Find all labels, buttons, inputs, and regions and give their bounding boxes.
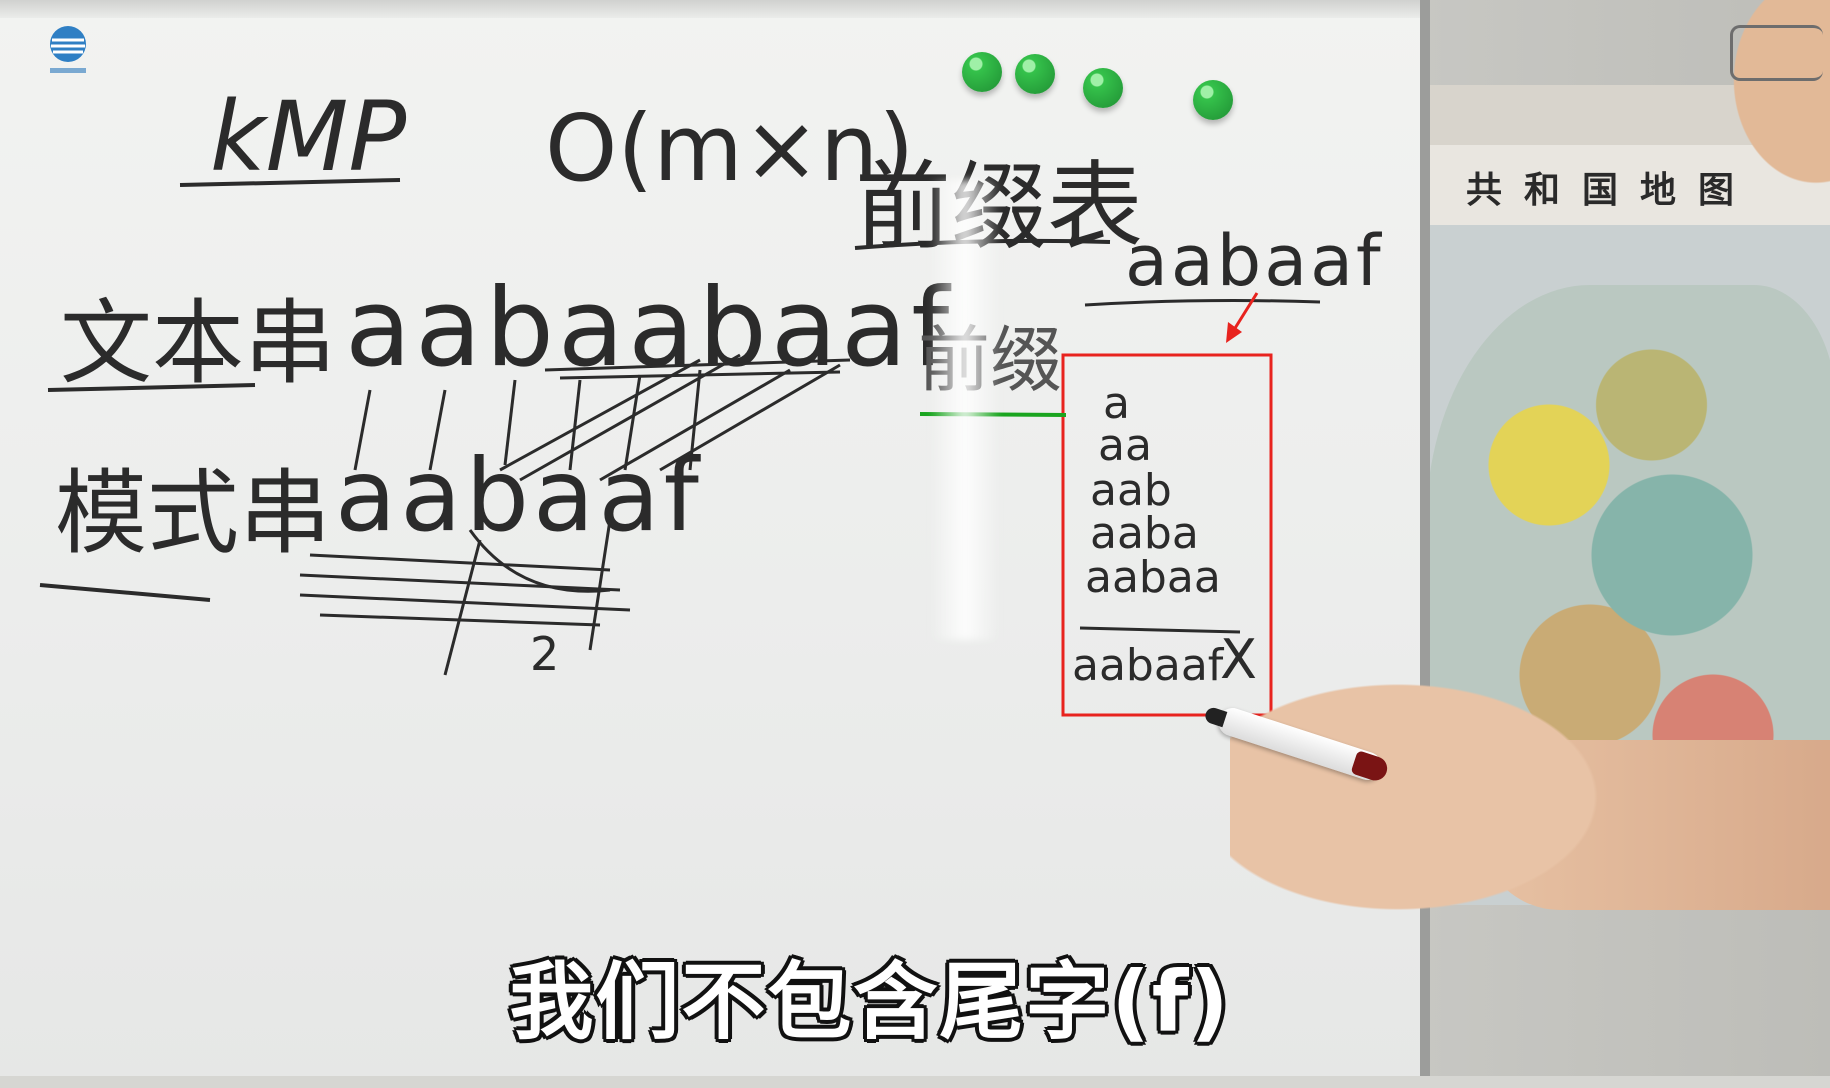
green-magnet-icon — [962, 52, 1002, 92]
label-pattern-string: 模式串 — [55, 460, 331, 567]
top-right-pattern: aabaaf — [1125, 220, 1384, 302]
mark-number: 2 — [530, 627, 559, 681]
top-right-underline — [1084, 299, 1321, 307]
title-algorithm: kMP — [210, 81, 406, 193]
green-magnet-icon — [1015, 54, 1055, 94]
prefix-item: aaba — [1090, 508, 1199, 559]
map-title: 共和国地图 — [1466, 169, 1757, 211]
prefix-item: aabaa — [1085, 552, 1221, 603]
bottom-strip — [0, 1076, 1830, 1088]
alignment-strokes — [299, 353, 851, 676]
highlight-box — [1061, 353, 1273, 717]
subtitle-caption: 我们不包含尾字(f) — [509, 953, 1231, 1051]
green-magnet-icon — [1193, 80, 1233, 120]
label-pattern-underline — [39, 583, 211, 602]
green-magnet-icon — [1083, 68, 1123, 108]
presenter-hand — [1230, 680, 1650, 940]
glasses-icon — [1730, 25, 1823, 81]
prefix-item: a — [1103, 378, 1130, 429]
board-glare — [930, 180, 1000, 640]
text-string: aabaabaaf — [345, 266, 953, 391]
whiteboard: kMP O(m×n) 前缀表 文本串 aabaabaaf 模式串 aabaaf — [0, 0, 1430, 1088]
prefix-divider — [1079, 626, 1241, 634]
title-underline — [179, 178, 401, 187]
title-complexity: O(m×n) — [545, 95, 914, 202]
prefix-item: aa — [1098, 420, 1152, 471]
excluded-item: aabaaf — [1072, 640, 1225, 691]
arrow-icon — [1226, 292, 1259, 343]
label-text-string: 文本串 — [60, 290, 336, 397]
whiteboard-frame-top — [0, 0, 1420, 18]
handwriting-layer: kMP O(m×n) 前缀表 文本串 aabaabaaf 模式串 aabaaf — [39, 81, 1384, 717]
channel-logo-icon — [50, 26, 86, 73]
pattern-string: aabaaf — [335, 437, 703, 554]
label-text-underline — [47, 383, 256, 392]
prefix-item: aab — [1090, 465, 1172, 516]
